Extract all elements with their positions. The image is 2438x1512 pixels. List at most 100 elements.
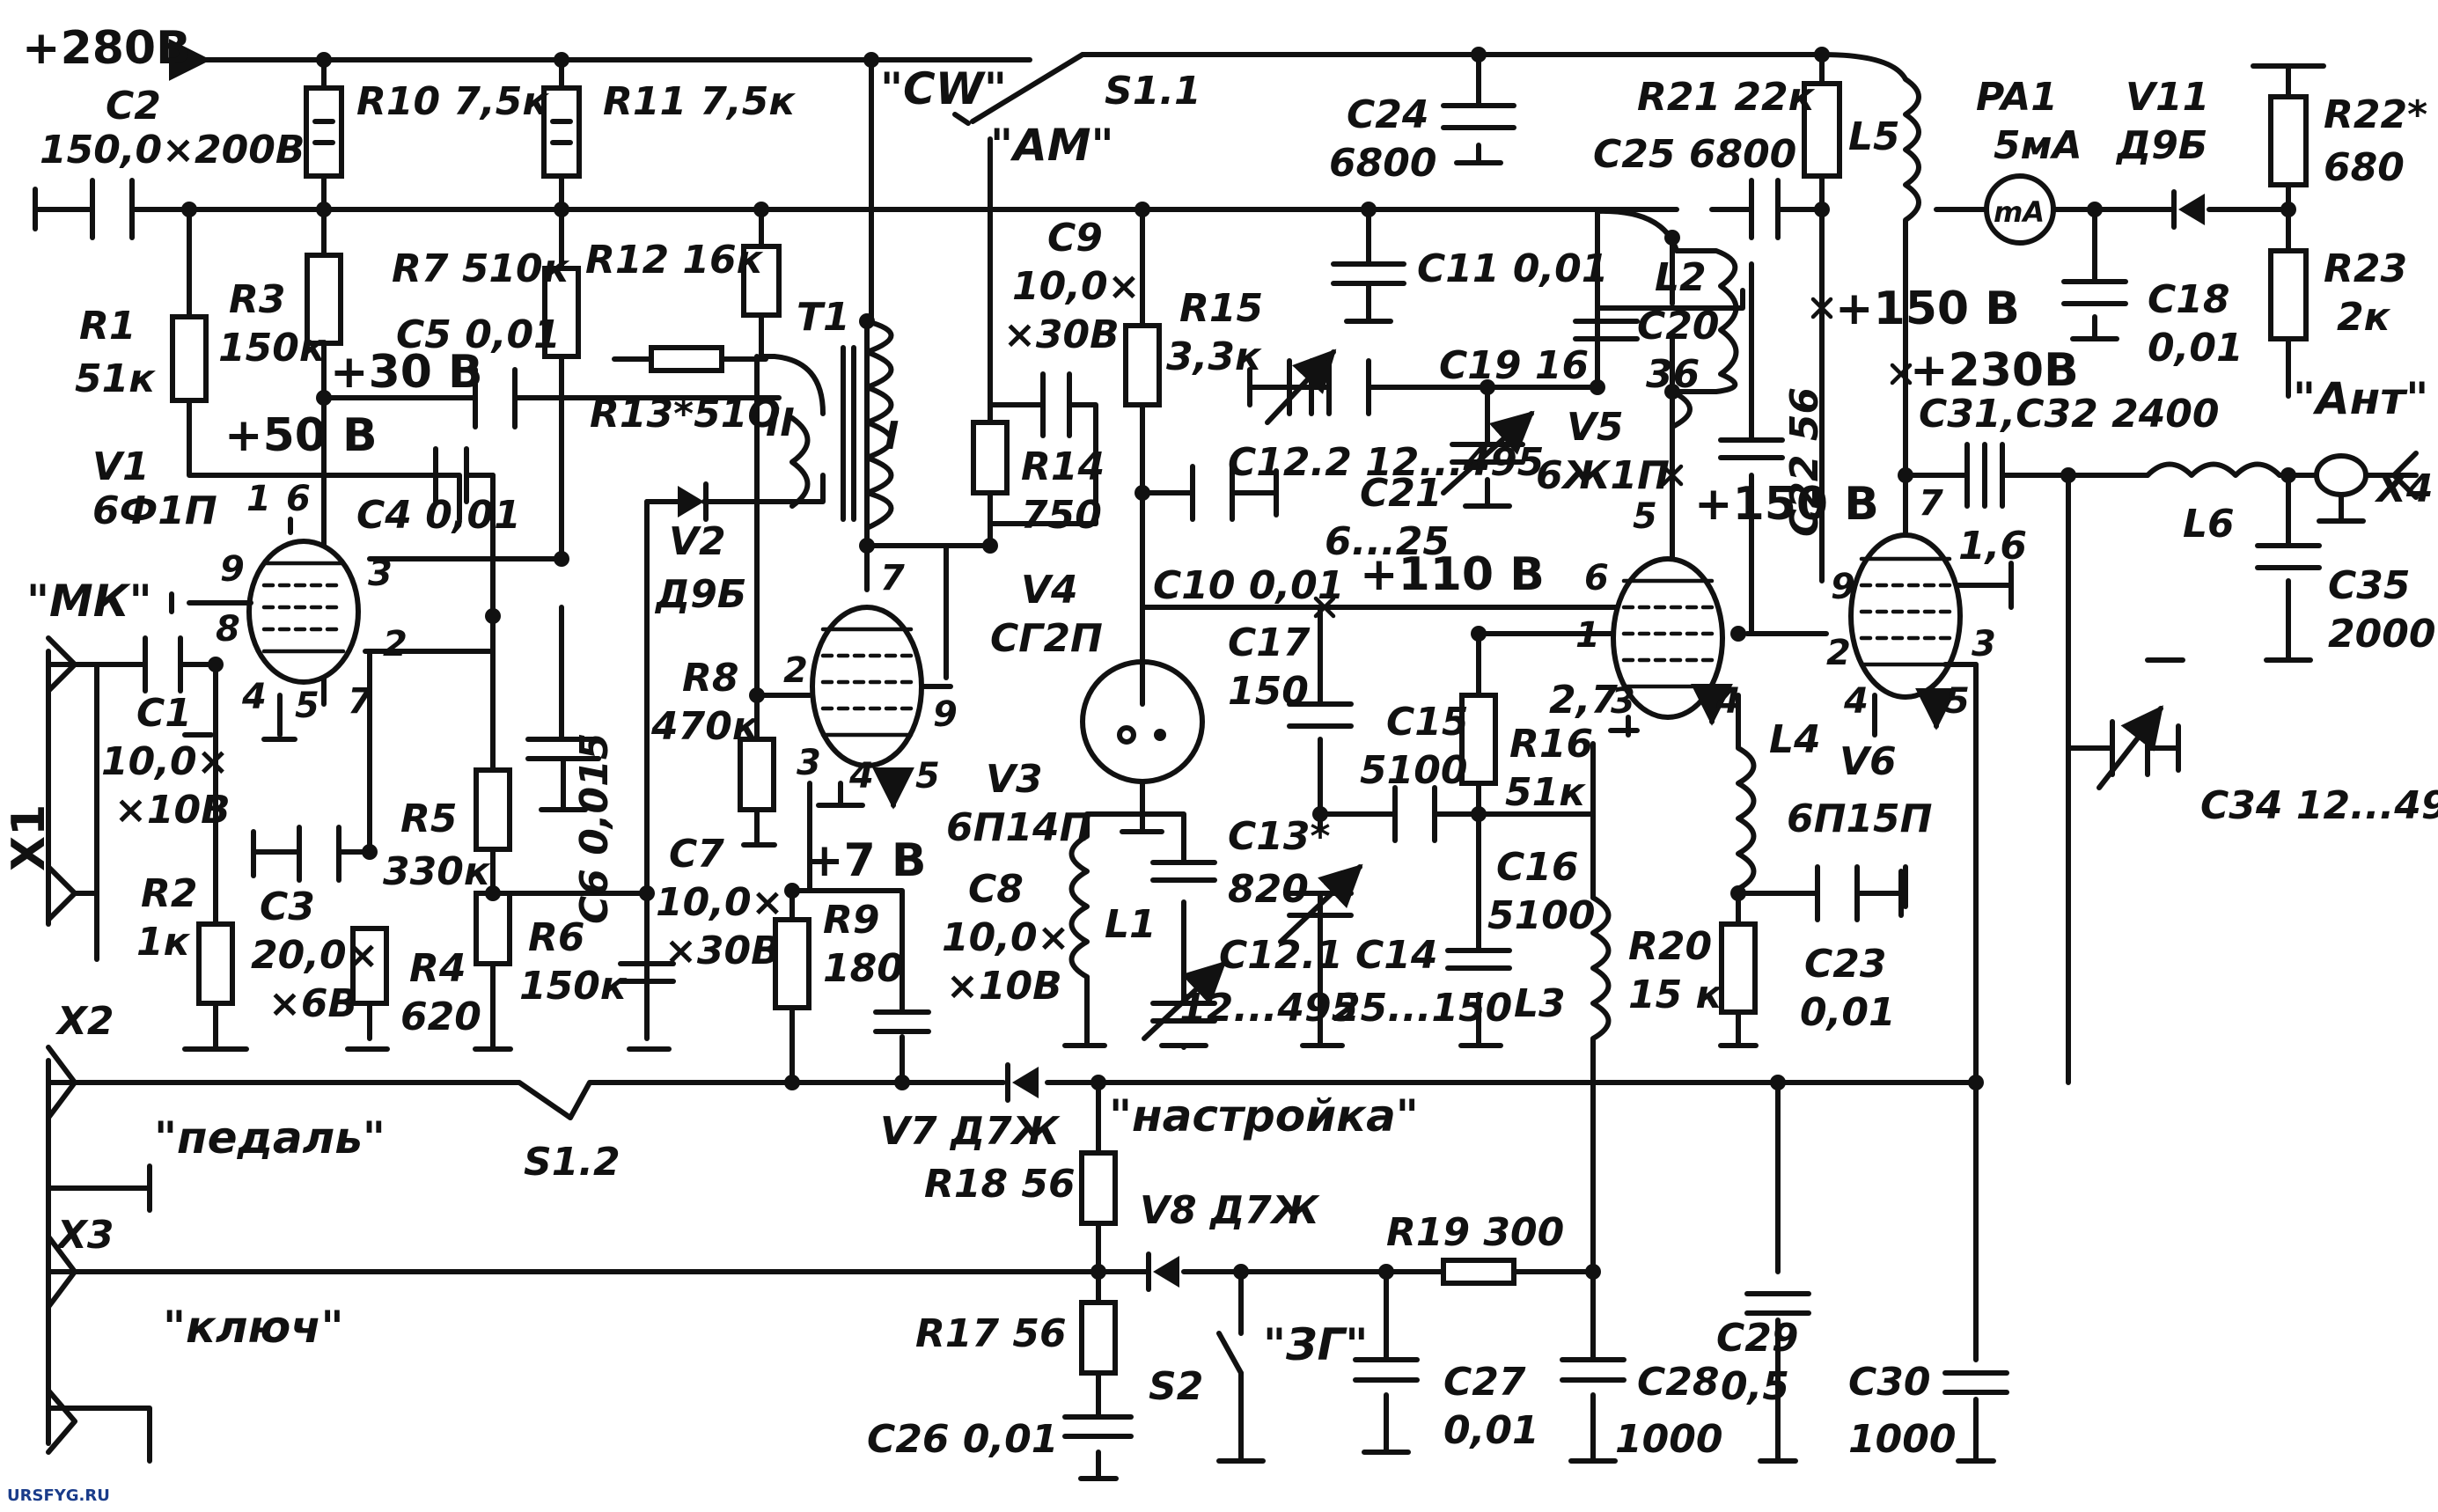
- label-v7: V7 Д7Ж: [880, 1109, 1061, 1154]
- label-c2-ref: C2: [106, 84, 161, 128]
- label-c34: C34 12...495: [2200, 783, 2438, 828]
- label-c3-val1: 20,0×: [251, 933, 378, 978]
- label-c9-ref: C9: [1047, 216, 1103, 261]
- label-t1: T1: [797, 295, 850, 340]
- label-c26: C26 0,01: [867, 1417, 1058, 1462]
- label-c3-ref: C3: [260, 884, 315, 929]
- r18-resistor: [1079, 1150, 1118, 1226]
- label-c16-ref: C16: [1496, 845, 1579, 890]
- label-r2-val: 1к: [136, 920, 191, 965]
- label-v3-ref: V3: [986, 757, 1043, 802]
- v3-pin-3: 3: [797, 743, 821, 783]
- label-r22-val: 680: [2324, 145, 2405, 190]
- label-t1-primary: I: [885, 414, 899, 459]
- v6-pin-4: 4: [1843, 681, 1869, 722]
- label-r16-ref: R16: [1509, 722, 1593, 767]
- r8-resistor: [738, 737, 776, 812]
- label-c5: C5 0,01: [396, 312, 561, 357]
- v6-pin-2: 2: [1826, 633, 1851, 673]
- watermark: URSFYG.RU: [7, 1486, 110, 1505]
- label-c121-ref: C12.1: [1219, 933, 1343, 978]
- rail-30v: +30 В: [330, 346, 483, 399]
- r7-resistor: [542, 266, 581, 359]
- v1-pin-1: 1: [246, 479, 271, 519]
- label-c22: C22 56: [1782, 387, 1827, 537]
- label-r8-val: 470к: [650, 704, 760, 749]
- v6-pin-9: 9: [1831, 567, 1855, 607]
- label-r23-ref: R23: [2324, 246, 2407, 291]
- label-c23-ref: C23: [1804, 942, 1887, 987]
- v3-pin-9: 9: [933, 694, 958, 735]
- label-v5-type: 6Ж1П: [1536, 453, 1670, 498]
- v8-diode: [1153, 1256, 1179, 1288]
- s2-switch: [1216, 1331, 1244, 1376]
- label-c15-val: 5100: [1360, 748, 1467, 793]
- label-c21-ref: C21: [1360, 471, 1443, 516]
- v5-pin-1: 1: [1575, 615, 1600, 656]
- label-v8: V8 Д7Ж: [1140, 1188, 1320, 1233]
- label-r6-val: 150к: [519, 964, 628, 1009]
- label-s12: S1.2: [524, 1140, 621, 1185]
- label-c18-ref: C18: [2148, 277, 2230, 322]
- label-v4-ref: V4: [1021, 568, 1078, 613]
- label-c8-val1: 10,0×: [942, 915, 1069, 960]
- v1-pin-9: 9: [220, 549, 245, 590]
- label-c8-ref: C8: [968, 867, 1024, 912]
- label-v2-type: Д9Б: [654, 572, 746, 617]
- label-pa1-ref: PA1: [1976, 75, 2058, 120]
- r4-resistor: [350, 926, 389, 1006]
- labels: +280В +30 В +50 В +150 В +230В +150 В +1…: [3, 22, 2438, 1505]
- v1-pin-6: 6: [286, 479, 311, 519]
- label-mk: "МК": [26, 576, 152, 627]
- label-l2-ref: L2: [1655, 255, 1707, 300]
- label-c30-ref: C30: [1848, 1360, 1931, 1405]
- label-c8-val2: ×10В: [946, 964, 1062, 1009]
- label-r11: R11 7,5к: [603, 79, 796, 124]
- label-r18: R18 56: [924, 1162, 1076, 1207]
- label-v3-type: 6П14П: [946, 805, 1092, 850]
- label-v1-type: 6Ф1П: [92, 488, 217, 533]
- label-c2-val: 150,0×200В: [40, 128, 305, 172]
- pa1-meter: [1984, 173, 2056, 246]
- label-c20-val: 36: [1646, 352, 1700, 397]
- label-x2: X2: [55, 999, 114, 1044]
- label-c17-ref: C17: [1228, 620, 1311, 665]
- label-r21: R21 22к: [1637, 75, 1816, 120]
- v5-pin-6: 6: [1584, 558, 1609, 598]
- label-c27-ref: C27: [1443, 1360, 1526, 1405]
- r15-resistor: [1123, 323, 1162, 407]
- v7-diode: [1012, 1067, 1039, 1098]
- label-c14-ref: C14: [1355, 933, 1438, 978]
- label-l3: L3: [1514, 981, 1566, 1026]
- label-c17-val: 150: [1228, 669, 1309, 714]
- r23-resistor: [2268, 248, 2309, 341]
- misc-parts: [181, 47, 2368, 1481]
- label-c28-ref: C28: [1637, 1360, 1720, 1405]
- v1-pin-5: 5: [295, 686, 319, 726]
- label-zg: "ЗГ": [1263, 1319, 1368, 1370]
- label-c1-ref: C1: [136, 691, 192, 736]
- v3-tube: [810, 605, 924, 768]
- v6-pin-5: 5: [1945, 681, 1970, 722]
- label-c24-ref: C24: [1347, 92, 1429, 137]
- label-c28-val: 1000: [1615, 1417, 1722, 1462]
- r17-resistor: [1079, 1300, 1118, 1376]
- r16-resistor: [1459, 693, 1498, 786]
- label-r22-ref: R22*: [2324, 92, 2427, 137]
- label-c1-val2: ×10В: [114, 788, 231, 833]
- r3-resistor: [305, 253, 343, 346]
- label-c24-val: 6800: [1329, 141, 1436, 186]
- label-r1-val: 51к: [75, 356, 156, 401]
- label-r15-val: 3,3к: [1166, 334, 1262, 379]
- label-v5-ref: V5: [1567, 405, 1624, 450]
- label-t1-secondary: II: [766, 400, 795, 445]
- label-pa1-val: 5мА: [1994, 123, 2082, 168]
- v1-tube: [246, 539, 361, 685]
- label-x4: X4: [2374, 466, 2434, 511]
- v6-pin-7: 7: [1919, 483, 1943, 524]
- rail-150v-b: +150 В: [1694, 478, 1879, 531]
- label-r5-ref: R5: [400, 796, 458, 841]
- v5-pin-3: 3: [1611, 681, 1635, 722]
- resistors: [170, 81, 2309, 1376]
- v3-pin-7: 7: [880, 558, 905, 598]
